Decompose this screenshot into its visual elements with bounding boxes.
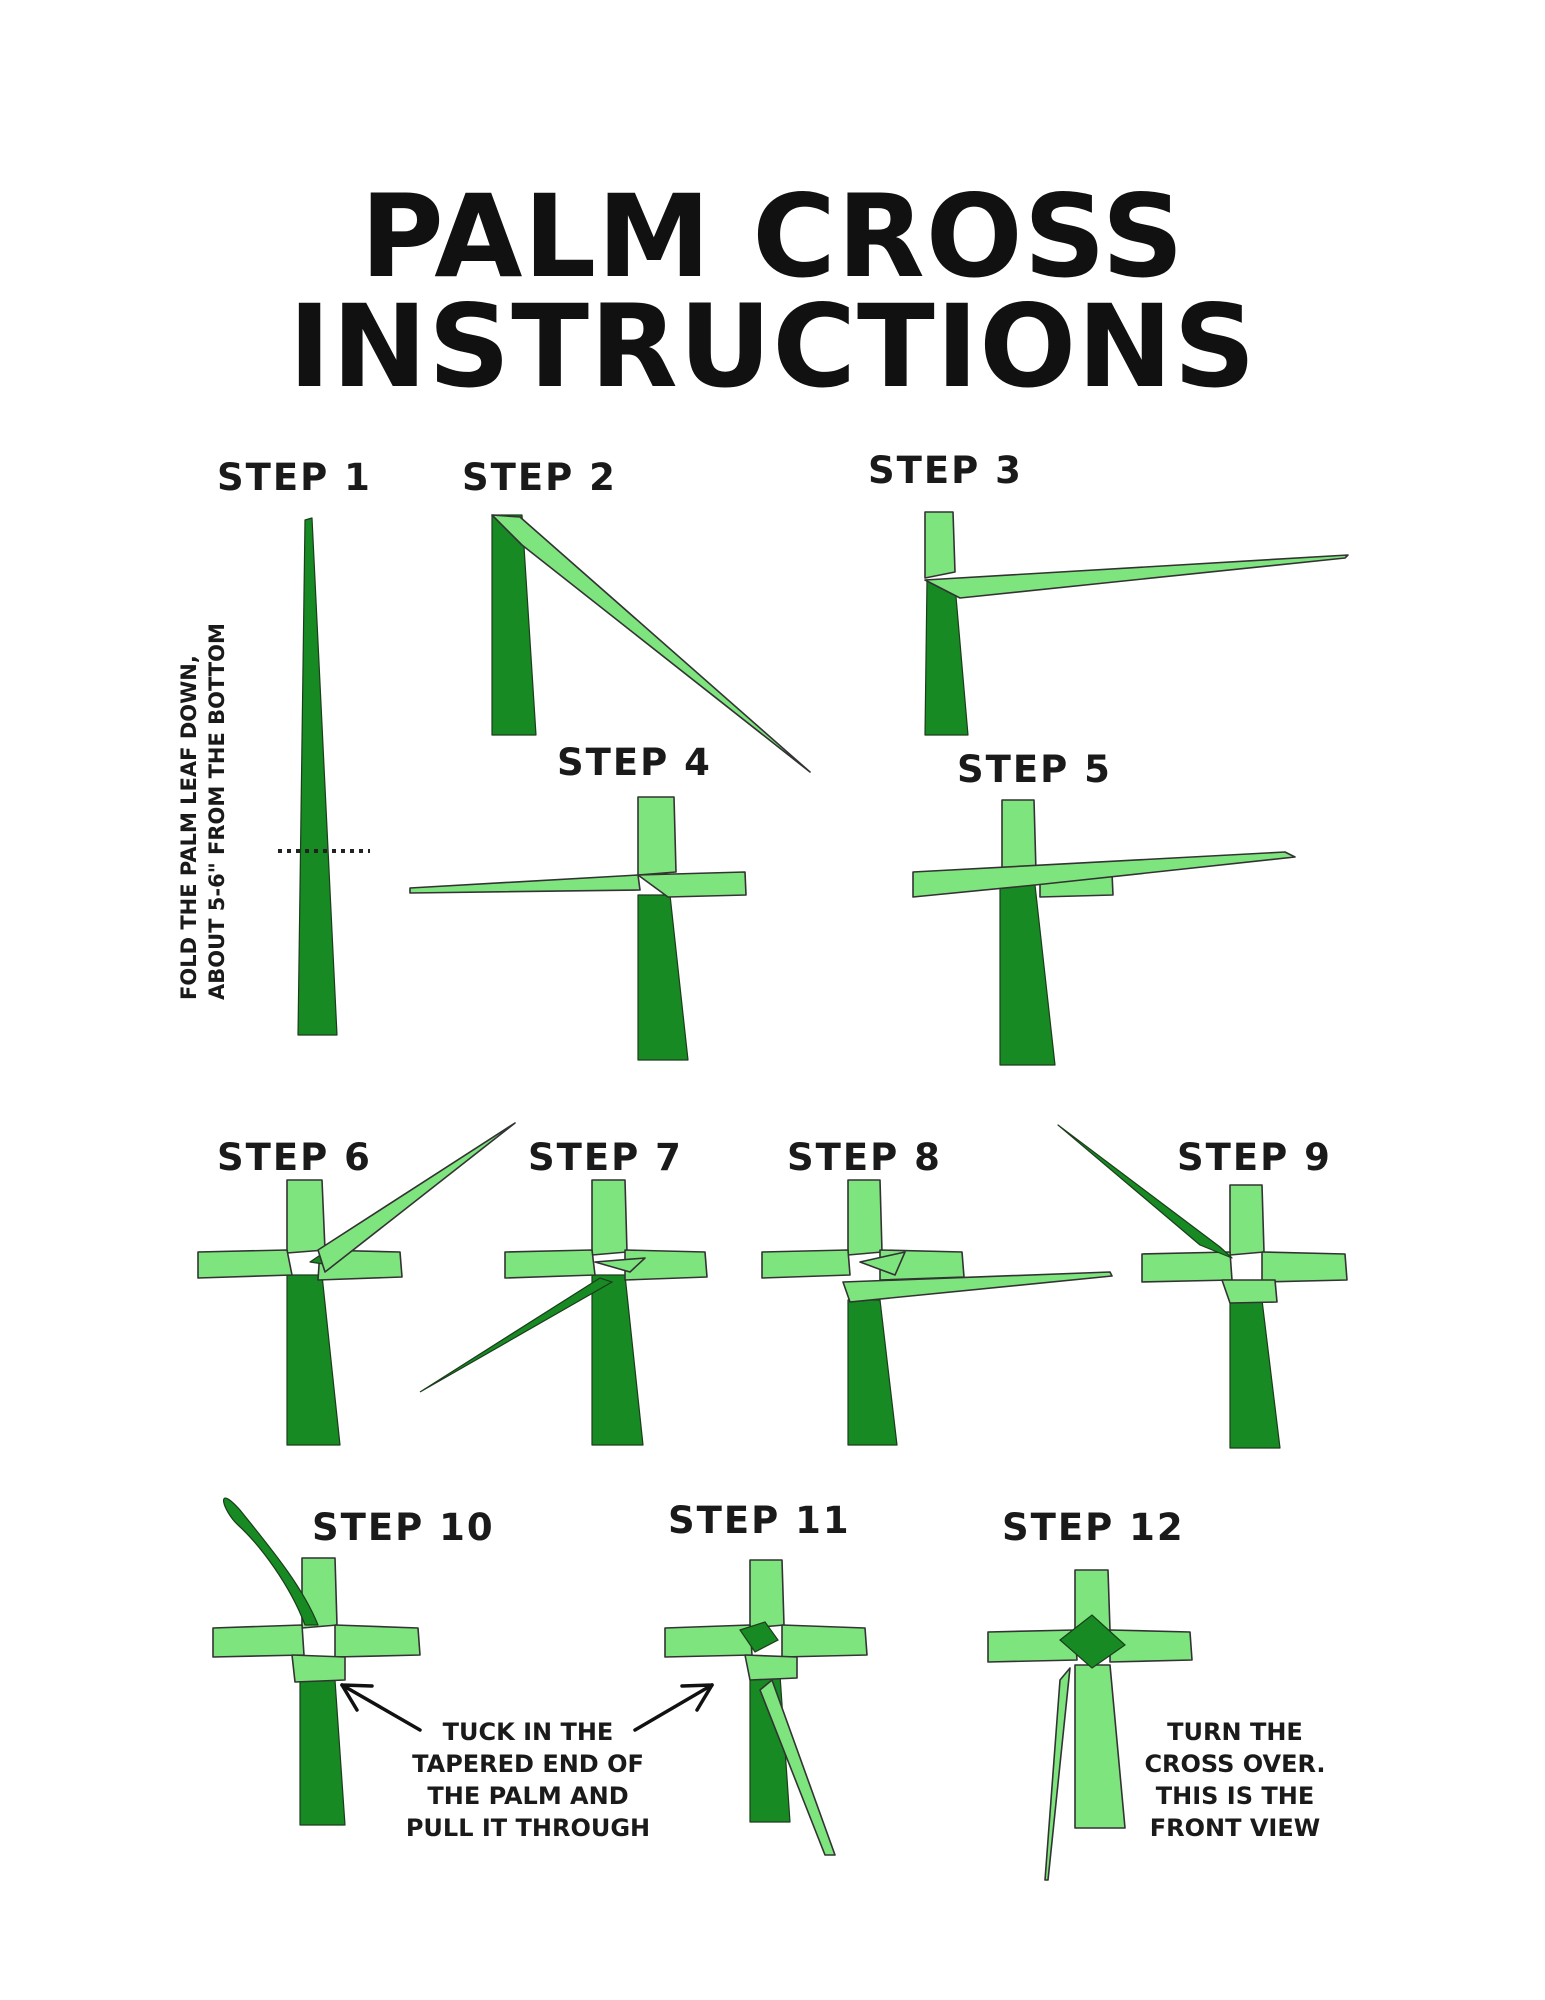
tuck-note-line-4: PULL IT THROUGH: [406, 1814, 650, 1842]
fold-note-line-1: FOLD THE PALM LEAF DOWN,: [177, 655, 201, 1000]
step-10-illustration: [212, 1497, 421, 1826]
tuck-note-line-3: THE PALM AND: [427, 1782, 628, 1810]
step-2-illustration: [491, 514, 811, 773]
step-label-4: STEP 4: [557, 741, 712, 784]
fold-note: FOLD THE PALM LEAF DOWN, ABOUT 5-6" FROM…: [177, 623, 229, 1000]
step-label-12: STEP 12: [1002, 1506, 1185, 1549]
turn-note-line-3: THIS IS THE: [1156, 1782, 1314, 1810]
step-label-8: STEP 8: [787, 1136, 942, 1179]
fold-note-line-2: ABOUT 5-6" FROM THE BOTTOM: [205, 623, 229, 1000]
step-label-6: STEP 6: [217, 1136, 372, 1179]
step-3-illustration: [924, 511, 1349, 736]
tuck-note: TUCK IN THE TAPERED END OF THE PALM AND …: [406, 1718, 650, 1842]
step-8-illustration: [761, 1179, 1113, 1446]
step-11-illustration: [664, 1559, 868, 1856]
step-12-illustration: [987, 1569, 1193, 1881]
turn-note-line-1: TURN THE: [1167, 1718, 1303, 1746]
step-label-3: STEP 3: [868, 449, 1023, 492]
arrow-to-step-11: [633, 1683, 714, 1732]
step-label-10: STEP 10: [312, 1506, 495, 1549]
step-label-5: STEP 5: [957, 748, 1112, 791]
step-9-illustration: [1057, 1124, 1348, 1449]
step-label-2: STEP 2: [462, 456, 617, 499]
step-label-9: STEP 9: [1177, 1136, 1332, 1179]
step-label-1: STEP 1: [217, 456, 372, 499]
step-5-illustration: [912, 799, 1296, 1066]
title-line-2: INSTRUCTIONS: [288, 280, 1257, 413]
title-line-1: PALM CROSS: [360, 170, 1185, 303]
tuck-note-line-2: TAPERED END OF: [412, 1750, 644, 1778]
step-1-illustration: [278, 517, 370, 1036]
turn-note-line-4: FRONT VIEW: [1150, 1814, 1320, 1842]
step-label-7: STEP 7: [528, 1136, 683, 1179]
turn-note: TURN THE CROSS OVER. THIS IS THE FRONT V…: [1144, 1718, 1325, 1842]
step-label-11: STEP 11: [668, 1499, 851, 1542]
step-4-illustration: [409, 796, 747, 1061]
step-7-illustration: [419, 1179, 708, 1446]
step-6-illustration: [197, 1122, 516, 1446]
tuck-note-line-1: TUCK IN THE: [443, 1718, 614, 1746]
turn-note-line-2: CROSS OVER.: [1144, 1750, 1325, 1778]
arrow-to-step-10: [340, 1683, 422, 1732]
